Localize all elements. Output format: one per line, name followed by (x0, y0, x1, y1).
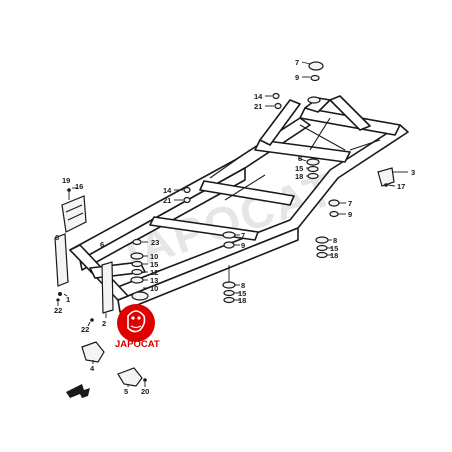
japocat-logo: JAPOCAT (115, 304, 160, 350)
callout-16: 16 (75, 182, 83, 191)
callout-10-front: 10 (150, 252, 158, 261)
callout-1: 1 (66, 295, 70, 304)
mount-middle (222, 231, 236, 304)
callout-15-middle: 15 (238, 289, 246, 298)
callout-15-front: 15 (150, 260, 158, 269)
mount-right (315, 199, 340, 259)
callout-6-right: 6 (100, 240, 104, 249)
bracket-6 (54, 233, 69, 302)
callout-10-front-lower: 10 (150, 284, 158, 293)
callout-17: 17 (397, 182, 405, 191)
callout-9-right: 9 (348, 210, 352, 219)
callout-7-right: 7 (348, 199, 352, 208)
callout-21-rear: 21 (254, 102, 262, 111)
callout-labels: 7 9 14 21 8 15 18 3 17 14 21 7 9 7 9 8 (54, 58, 415, 396)
callout-18-right: 18 (330, 251, 338, 260)
callout-4: 4 (90, 364, 95, 373)
logo-text: JAPOCAT (115, 339, 160, 350)
bracket-2 (90, 261, 114, 322)
callout-23: 23 (151, 238, 159, 247)
mount-front (130, 238, 149, 301)
bracket-16 (61, 188, 87, 233)
bracket-5 (117, 367, 147, 387)
callout-14-rear: 14 (254, 92, 263, 101)
callout-9-middle: 9 (241, 241, 245, 250)
callout-22-left: 22 (54, 306, 62, 315)
callout-3: 3 (411, 168, 415, 177)
callout-6-left: 6 (55, 233, 59, 242)
callout-22-lower: 22 (81, 325, 89, 334)
bracket-4 (81, 341, 105, 363)
callout-8-middle: 8 (241, 281, 245, 290)
front-arrow-icon (66, 384, 90, 398)
callout-5: 5 (124, 387, 128, 396)
callout-8-right: 8 (333, 236, 337, 245)
callout-18-rear: 18 (295, 172, 303, 181)
callout-14-middle: 14 (163, 186, 172, 195)
mount-rear-mid (272, 92, 320, 180)
callout-7-middle: 7 (241, 231, 245, 240)
callout-13: 13 (150, 276, 158, 285)
callout-18-middle: 18 (238, 296, 246, 305)
callout-8-rear: 8 (298, 154, 302, 163)
mount-middle-left (183, 186, 191, 204)
callout-19: 19 (62, 176, 70, 185)
callout-21-middle: 21 (163, 196, 171, 205)
callout-2: 2 (102, 319, 106, 328)
callout-15-right: 15 (330, 244, 338, 253)
callout-9-rear: 9 (295, 73, 299, 82)
callout-12: 12 (150, 268, 158, 277)
callout-15-rear: 15 (295, 164, 303, 173)
callout-20: 20 (141, 387, 149, 396)
callout-7-rear: 7 (295, 58, 299, 67)
bracket-3 (377, 167, 395, 187)
mount-rear-top (307, 61, 324, 104)
